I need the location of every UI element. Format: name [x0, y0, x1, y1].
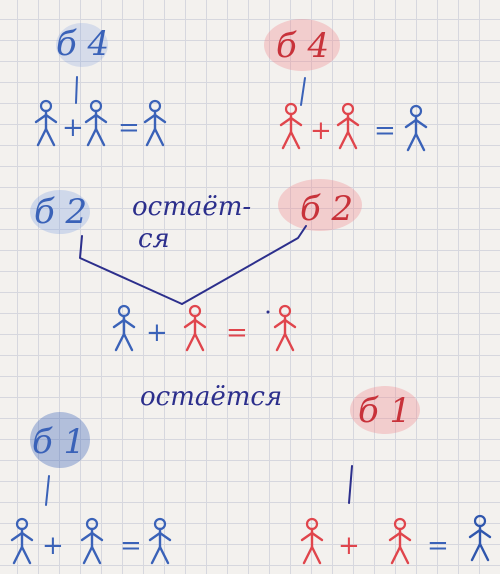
stick-figure-red	[275, 306, 295, 350]
stick-figure-blue	[406, 106, 426, 150]
label-b2-left: б 2	[34, 192, 87, 232]
stick-figure-blue	[470, 516, 490, 560]
top-left-group: б 4 + =	[36, 23, 165, 145]
equals-sign: =	[427, 531, 449, 561]
plus-sign: +	[42, 531, 64, 561]
equals-sign: =	[374, 116, 396, 146]
label-b1-bottom-left: б 1	[32, 422, 85, 462]
equals-sign: =	[118, 113, 140, 143]
connector-line	[76, 77, 77, 103]
equals-sign: =	[226, 318, 248, 348]
label-b4-top-left: б 4	[56, 24, 109, 64]
word-ostaetsya-hyphenated: остаёт-	[132, 192, 251, 222]
pencil-dot	[267, 311, 270, 314]
connector-line	[46, 476, 49, 505]
stick-figure-blue	[12, 519, 32, 563]
connector-line	[301, 78, 305, 105]
plus-sign: +	[146, 318, 168, 348]
label-b4-top-right: б 4	[276, 26, 329, 66]
stick-figure-blue	[82, 519, 102, 563]
top-right-group: б 4 + =	[264, 19, 426, 150]
word-sya: ся	[138, 224, 170, 254]
connector-line-right	[182, 226, 306, 304]
stick-figure-red	[302, 519, 322, 563]
stick-figure-blue	[145, 101, 165, 145]
stick-figure-blue	[36, 101, 56, 145]
stick-figure-red	[281, 104, 301, 148]
connector-line	[349, 466, 352, 503]
equals-sign: =	[120, 531, 142, 561]
middle-group: б 2 б 2 остаёт- ся + =	[30, 179, 362, 350]
plus-sign: +	[62, 113, 84, 143]
bottom-right-group: б 1 + =	[302, 386, 490, 563]
label-b2-right: б 2	[300, 189, 353, 229]
stick-figure-red	[185, 306, 205, 350]
word-ostaetsya: остаётся	[140, 382, 282, 412]
plus-sign: +	[338, 531, 360, 561]
plus-sign: +	[310, 116, 332, 146]
bottom-left-group: б 1 + =	[12, 412, 170, 563]
stick-figure-blue	[114, 306, 134, 350]
stick-figure-red	[338, 104, 358, 148]
label-b1-bottom-right: б 1	[358, 391, 411, 431]
stick-figure-blue	[150, 519, 170, 563]
stick-figure-red	[390, 519, 410, 563]
stick-figure-blue	[86, 101, 106, 145]
